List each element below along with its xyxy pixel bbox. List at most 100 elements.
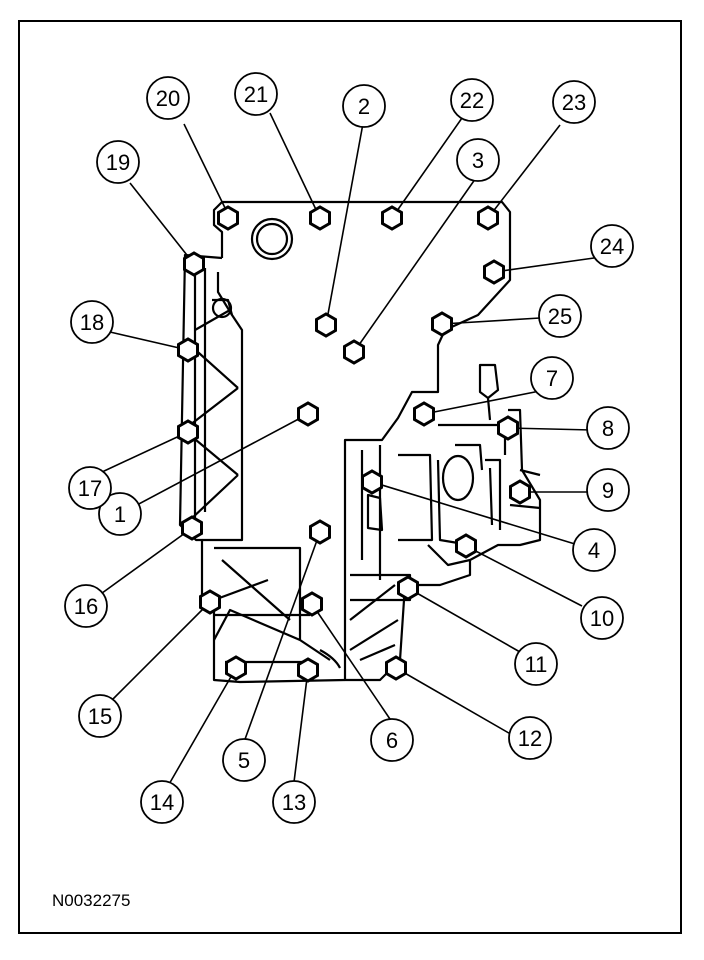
callout-13: 13 — [272, 780, 316, 824]
callout-number: 19 — [106, 150, 130, 175]
callout-circle — [552, 80, 596, 124]
callout-21: 21 — [234, 72, 278, 116]
bolt-hex-icon — [477, 205, 499, 231]
bolt-hex-icon — [455, 533, 477, 559]
bolt-hex-icon — [309, 519, 331, 545]
callout-circle — [514, 642, 558, 686]
callout-22: 22 — [450, 78, 494, 122]
callout-11: 11 — [514, 642, 558, 686]
bolt-hex-icon — [177, 419, 199, 445]
callout-number: 25 — [548, 304, 572, 329]
callout-14: 14 — [140, 780, 184, 824]
bolt-hex-icon — [183, 251, 205, 277]
callout-circle — [272, 780, 316, 824]
callout-number: 21 — [244, 82, 268, 107]
callout-6: 6 — [370, 718, 414, 762]
bolt-hex-icon — [497, 415, 519, 441]
callout-circle — [64, 584, 108, 628]
callout-7: 7 — [530, 356, 574, 400]
callout-8: 8 — [586, 406, 630, 450]
callout-circle — [234, 72, 278, 116]
callout-circle — [590, 224, 634, 268]
bolt-hex-icon — [381, 205, 403, 231]
callout-number: 9 — [602, 478, 614, 503]
bolt-hex-icon — [199, 589, 221, 615]
callout-number: 5 — [238, 748, 250, 773]
callout-20: 20 — [146, 76, 190, 120]
callout-circle — [98, 492, 142, 536]
callout-2: 2 — [342, 84, 386, 128]
callout-circle — [586, 406, 630, 450]
callout-4: 4 — [572, 528, 616, 572]
callout-18: 18 — [70, 300, 114, 344]
callout-number: 24 — [600, 234, 624, 259]
bolt-hex-icon — [217, 205, 239, 231]
callout-19: 19 — [96, 140, 140, 184]
callout-23: 23 — [552, 80, 596, 124]
callout-circle — [146, 76, 190, 120]
callout-number: 10 — [590, 606, 614, 631]
bolt-hex-icon — [385, 655, 407, 681]
bolt-hex-icon — [309, 205, 331, 231]
bolt-hex-icon — [343, 339, 365, 365]
bolt-hex-icon — [297, 657, 319, 683]
callout-number: 2 — [358, 94, 370, 119]
callout-number: 6 — [386, 728, 398, 753]
callout-number: 3 — [472, 148, 484, 173]
bolt-hex-icon — [361, 469, 383, 495]
callout-9: 9 — [586, 468, 630, 512]
callout-number: 23 — [562, 90, 586, 115]
callout-circle — [70, 300, 114, 344]
callout-1: 1 — [98, 492, 142, 536]
bolt-hex-icon — [297, 401, 319, 427]
callout-number: 15 — [88, 704, 112, 729]
callout-3: 3 — [456, 138, 500, 182]
callout-number: 20 — [156, 86, 180, 111]
callout-number: 4 — [588, 538, 600, 563]
bolt-hex-icon — [301, 591, 323, 617]
leader-lines — [97, 112, 595, 787]
callout-24: 24 — [590, 224, 634, 268]
callout-circle — [78, 694, 122, 738]
callout-number: 13 — [282, 790, 306, 815]
callout-circle — [572, 528, 616, 572]
bolt-hex-icon — [483, 259, 505, 285]
callout-circle — [140, 780, 184, 824]
callout-circle — [342, 84, 386, 128]
callout-number: 22 — [460, 88, 484, 113]
callout-circle — [586, 468, 630, 512]
callout-number: 14 — [150, 790, 174, 815]
callout-number: 12 — [518, 726, 542, 751]
callout-circle — [530, 356, 574, 400]
bolt-hex-icon — [315, 312, 337, 338]
callout-25: 25 — [538, 294, 582, 338]
callout-number: 1 — [114, 502, 126, 527]
callout-circle — [68, 466, 112, 510]
callout-circle — [450, 78, 494, 122]
diagram-frame — [18, 20, 682, 934]
callout-10: 10 — [580, 596, 624, 640]
bolt-hex-icon — [509, 479, 531, 505]
callout-16: 16 — [64, 584, 108, 628]
bolt-hex-icon — [181, 515, 203, 541]
callout-circle — [580, 596, 624, 640]
callout-15: 15 — [78, 694, 122, 738]
callout-number: 18 — [80, 310, 104, 335]
bolt-group — [177, 205, 531, 683]
bolt-hex-icon — [177, 337, 199, 363]
bolt-hex-icon — [413, 401, 435, 427]
callout-number: 8 — [602, 416, 614, 441]
callout-12: 12 — [508, 716, 552, 760]
figure-id-label: N0032275 — [52, 891, 131, 910]
callout-number: 11 — [525, 652, 548, 677]
callout-number: 17 — [78, 476, 102, 501]
callout-circle — [96, 140, 140, 184]
callout-circle — [538, 294, 582, 338]
callout-circle — [508, 716, 552, 760]
bolt-hex-icon — [397, 575, 419, 601]
bolt-hex-icon — [225, 655, 247, 681]
callout-number: 16 — [74, 594, 98, 619]
bolt-hex-icon — [431, 311, 453, 337]
